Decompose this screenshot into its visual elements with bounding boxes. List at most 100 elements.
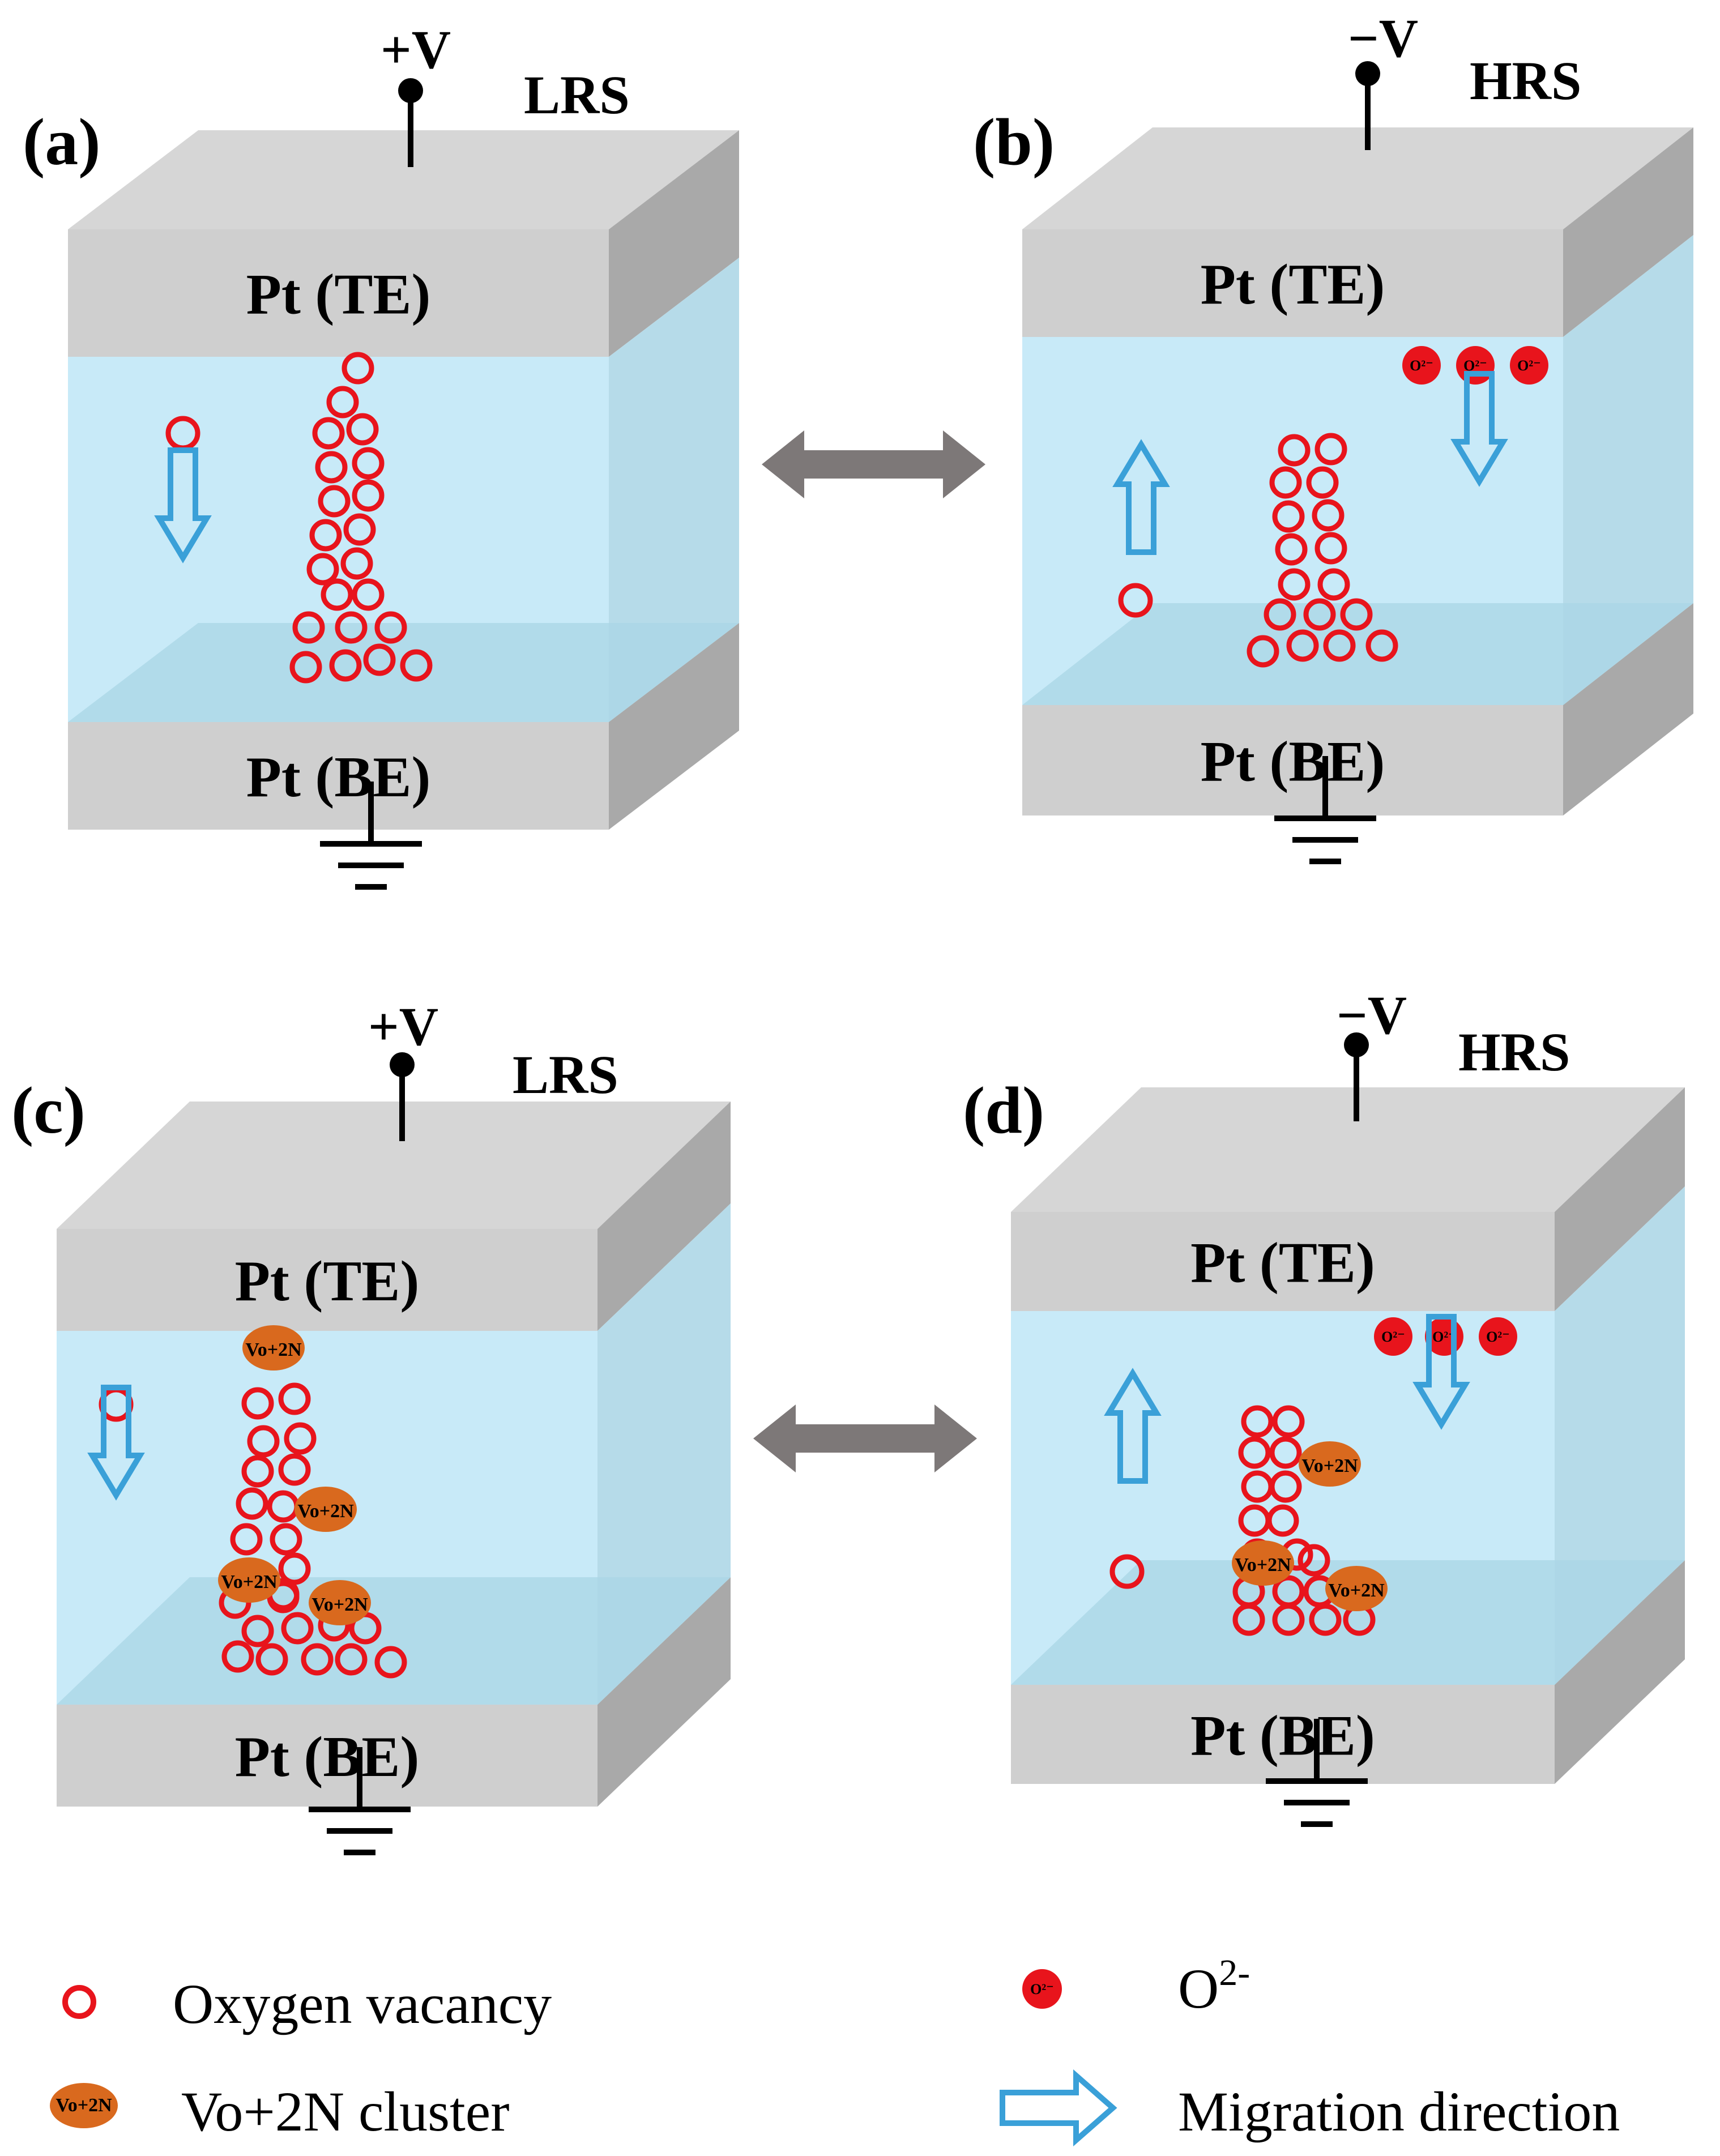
oxygen-vacancy	[306, 553, 339, 586]
legend-cluster: Vo+2N Vo+2N cluster	[50, 2080, 510, 2143]
o2-ion	[1479, 1317, 1517, 1356]
terminal-dot	[1344, 1032, 1369, 1057]
o2-ion-label: O²⁻	[1410, 357, 1433, 374]
legend-vacancy-label: Oxygen vacancy	[173, 1973, 552, 2035]
te-side-face	[609, 130, 739, 357]
oxygen-vacancy	[281, 1612, 314, 1645]
oxygen-vacancy	[1272, 1405, 1305, 1438]
oxygen-vacancy	[255, 1643, 288, 1676]
te-side-face	[1555, 1087, 1685, 1311]
vo2n-cluster: Vo+2N	[1299, 1441, 1361, 1487]
bottom-electrode-front	[68, 722, 609, 830]
top-electrode-label: Pt (TE)	[1201, 253, 1385, 317]
oxygen-vacancy	[1269, 1436, 1302, 1469]
svg-text:Vo+2N: Vo+2N	[1235, 1555, 1291, 1576]
oxide-side-face	[609, 258, 739, 722]
oxygen-vacancy	[374, 1646, 407, 1679]
top-electrode-front	[1022, 229, 1563, 337]
svg-text:Vo+2N: Vo+2N	[221, 1572, 278, 1593]
panel-d: Pt (TE)Pt (BE)(d)−VHRSVo+2NVo+2NVo+2NO²⁻…	[963, 985, 1685, 1827]
oxygen-vacancy	[241, 1615, 274, 1647]
ion-migration-arrow	[1450, 371, 1508, 487]
oxygen-vacancy	[1309, 1603, 1342, 1636]
switch-arrow-ab	[762, 430, 985, 498]
vacancy-filament	[1247, 433, 1398, 668]
resistance-state-label: HRS	[1458, 1022, 1570, 1082]
panel-label: (d)	[963, 1073, 1044, 1147]
oxygen-vacancy	[1272, 500, 1305, 533]
terminal-dot	[398, 78, 423, 103]
oxygen-vacancy	[1298, 1544, 1330, 1577]
bottom-electrode-front	[57, 1705, 597, 1807]
vo2n-cluster: Vo+2N	[242, 1325, 305, 1371]
oxygen-vacancy	[236, 1487, 268, 1520]
legend-o2-symbol: O²⁻	[1030, 1981, 1054, 1997]
oxygen-vacancy	[312, 417, 345, 450]
device-top-face	[68, 130, 739, 229]
oxygen-vacancy	[1269, 466, 1302, 499]
vacancy-migration-arrow	[1104, 1368, 1162, 1484]
oxygen-vacancy	[1323, 629, 1356, 662]
vo2n-cluster: Vo+2N	[218, 1557, 280, 1603]
o2-ion-icon	[1022, 1969, 1062, 2009]
top-electrode-front	[57, 1229, 597, 1331]
oxygen-vacancy	[340, 547, 373, 580]
oxygen-vacancy	[1272, 1603, 1305, 1636]
bottom-electrode-label: Pt (BE)	[235, 1725, 420, 1789]
oxygen-vacancy	[1264, 598, 1296, 631]
bottom-electrode-label: Pt (BE)	[1201, 730, 1385, 794]
oxygen-vacancy	[1286, 629, 1319, 662]
vo2n-cluster: Vo+2N	[1232, 1540, 1294, 1586]
vo2n-cluster: Vo+2N	[1325, 1566, 1388, 1611]
panel-label: (a)	[23, 105, 101, 179]
oxygen-vacancy	[1275, 533, 1308, 566]
bottom-electrode-label: Pt (BE)	[1190, 1704, 1375, 1768]
legend-cluster-label: Vo+2N cluster	[181, 2080, 510, 2143]
top-electrode-front	[1011, 1212, 1555, 1311]
oxide-side-face	[1563, 235, 1693, 705]
ground-icon	[320, 782, 422, 890]
oxygen-vacancy	[247, 1425, 280, 1458]
be-side-face	[597, 1577, 731, 1807]
oxygen-vacancy	[1317, 568, 1350, 601]
svg-text:Vo+2N: Vo+2N	[245, 1339, 302, 1360]
oxygen-vacancy	[329, 649, 362, 682]
ion-migration-arrow	[1412, 1314, 1470, 1430]
panel-label: (b)	[973, 105, 1055, 179]
oxygen-vacancy	[292, 611, 325, 644]
oxygen-vacancy	[1340, 598, 1373, 631]
device-top-face	[57, 1102, 731, 1229]
oxygen-vacancy	[221, 1640, 254, 1673]
o2-ion-label: O²⁻	[1486, 1329, 1510, 1345]
oxygen-vacancy	[1278, 568, 1311, 601]
o2-ion-label: O²⁻	[1381, 1329, 1405, 1345]
switch-arrow-cd	[753, 1404, 977, 1472]
svg-text:Vo+2N: Vo+2N	[1328, 1580, 1385, 1601]
legend-o2: O²⁻ O2-	[1022, 1952, 1250, 2020]
oxygen-vacancy	[1232, 1603, 1265, 1636]
oxygen-vacancy	[309, 519, 342, 552]
svg-text:Vo+2N: Vo+2N	[1301, 1455, 1358, 1476]
o2-ion-label: O²⁻	[1517, 357, 1541, 374]
oxygen-vacancy	[335, 611, 368, 644]
oxygen-vacancy	[342, 352, 374, 385]
oxygen-vacancy-icon	[62, 1985, 96, 2019]
oxygen-vacancy	[321, 578, 353, 611]
oxygen-vacancy	[1365, 629, 1398, 662]
resistance-state-label: LRS	[513, 1044, 618, 1105]
voltage-label: −V	[1337, 985, 1407, 1045]
svg-text:Vo+2N: Vo+2N	[311, 1594, 368, 1615]
be-side-face	[1563, 603, 1693, 816]
oxygen-vacancy	[1247, 635, 1279, 668]
voltage-label: −V	[1348, 8, 1418, 69]
voltage-label: +V	[368, 996, 438, 1057]
oxygen-vacancy	[315, 451, 348, 484]
top-electrode-label: Pt (TE)	[246, 263, 431, 327]
oxygen-vacancy	[1303, 598, 1336, 631]
bottom-electrode-front	[1022, 705, 1563, 816]
be-side-face	[1555, 1560, 1685, 1784]
vacancy-filament	[289, 352, 433, 684]
oxygen-vacancy	[1241, 1405, 1274, 1438]
